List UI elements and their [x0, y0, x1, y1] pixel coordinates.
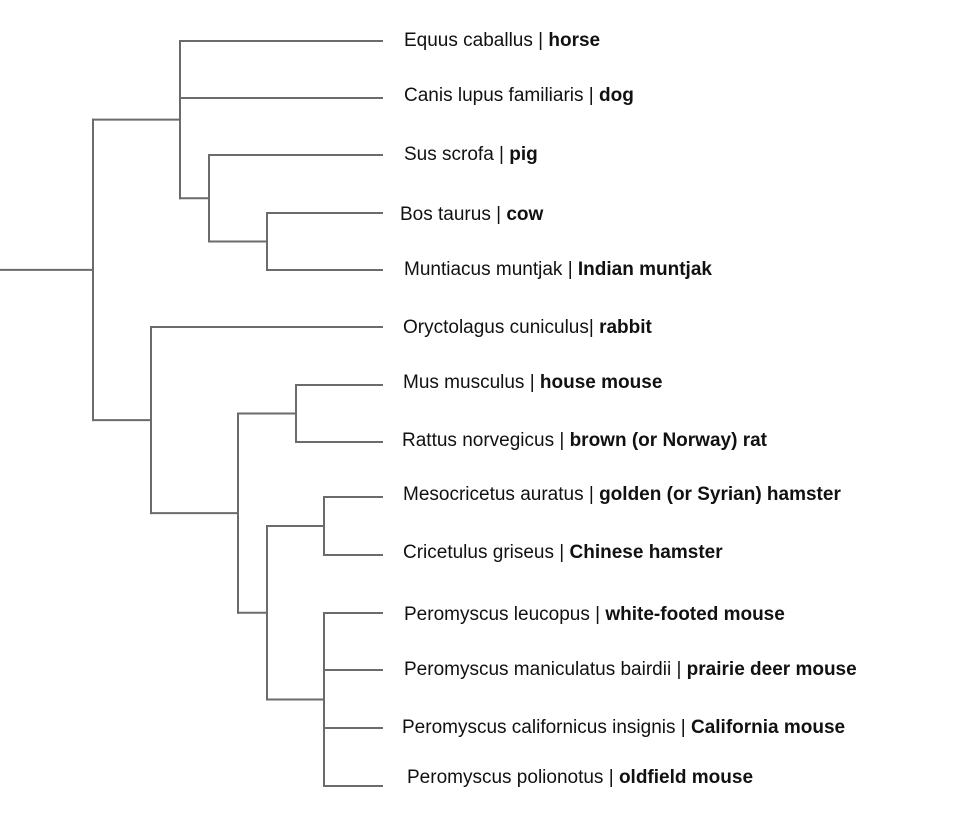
label-separator: |: [595, 604, 606, 625]
label-separator: |: [588, 317, 600, 338]
scientific-name: Sus scrofa: [404, 144, 500, 165]
taxon-label-oldfield-mouse: Peromyscus polionotus | oldfield mouse: [407, 763, 753, 793]
taxon-label-golden-hamster: Mesocricetus auratus | golden (or Syrian…: [403, 480, 841, 510]
scientific-name: Muntiacus muntjak: [404, 259, 568, 280]
common-name: house mouse: [539, 372, 663, 393]
label-separator: |: [680, 717, 691, 738]
common-name: cow: [506, 204, 544, 225]
taxon-label-rat: Rattus norvegicus | brown (or Norway) ra…: [402, 426, 767, 456]
common-name: Indian muntjak: [577, 259, 712, 280]
taxon-label-house-mouse: Mus musculus | house mouse: [403, 368, 662, 398]
common-name: pig: [509, 144, 538, 165]
common-name: rabbit: [599, 317, 652, 338]
scientific-name: Cricetulus griseus: [403, 542, 560, 563]
scientific-name: Peromyscus californicus insignis: [402, 717, 681, 738]
common-name: white-footed mouse: [605, 604, 785, 625]
label-separator: |: [538, 30, 549, 51]
scientific-name: Bos taurus: [400, 204, 497, 225]
taxon-label-rabbit: Oryctolagus cuniculus| rabbit: [403, 313, 652, 343]
label-separator: |: [496, 204, 507, 225]
scientific-name: Oryctolagus cuniculus: [403, 317, 589, 338]
common-name: brown (or Norway) rat: [569, 430, 767, 451]
common-name: horse: [548, 30, 601, 51]
scientific-name: Canis lupus familiaris: [404, 85, 589, 106]
label-separator: |: [567, 259, 578, 280]
scientific-name: Rattus norvegicus: [402, 430, 560, 451]
taxon-label-california-mouse: Peromyscus californicus insignis | Calif…: [402, 713, 845, 743]
common-name: oldfield mouse: [618, 767, 754, 788]
label-separator: |: [559, 542, 570, 563]
label-separator: |: [676, 659, 687, 680]
common-name: Chinese hamster: [569, 542, 723, 563]
taxon-label-horse: Equus caballus | horse: [404, 26, 600, 56]
taxon-label-muntjak: Muntiacus muntjak | Indian muntjak: [404, 255, 712, 285]
taxon-label-cow: Bos taurus | cow: [400, 200, 543, 230]
taxon-label-pig: Sus scrofa | pig: [404, 140, 538, 170]
scientific-name: Peromyscus leucopus: [404, 604, 596, 625]
taxon-label-prairie-deer-mouse: Peromyscus maniculatus bairdii | prairie…: [404, 655, 857, 685]
scientific-name: Mus musculus: [403, 372, 530, 393]
common-name: golden (or Syrian) hamster: [599, 484, 841, 505]
common-name: prairie deer mouse: [686, 659, 857, 680]
scientific-name: Peromyscus maniculatus bairdii: [404, 659, 677, 680]
scientific-name: Mesocricetus auratus: [403, 484, 589, 505]
label-separator: |: [588, 484, 600, 505]
label-separator: |: [529, 372, 540, 393]
common-name: California mouse: [690, 717, 846, 738]
taxon-label-dog: Canis lupus familiaris | dog: [404, 81, 634, 111]
taxon-label-white-footed-mouse: Peromyscus leucopus | white-footed mouse: [404, 600, 785, 630]
label-separator: |: [559, 430, 570, 451]
label-separator: |: [608, 767, 619, 788]
label-separator: |: [588, 85, 600, 106]
scientific-name: Peromyscus polionotus: [407, 767, 609, 788]
label-separator: |: [499, 144, 510, 165]
common-name: dog: [599, 85, 634, 106]
taxon-label-chinese-hamster: Cricetulus griseus | Chinese hamster: [403, 538, 723, 568]
scientific-name: Equus caballus: [404, 30, 539, 51]
